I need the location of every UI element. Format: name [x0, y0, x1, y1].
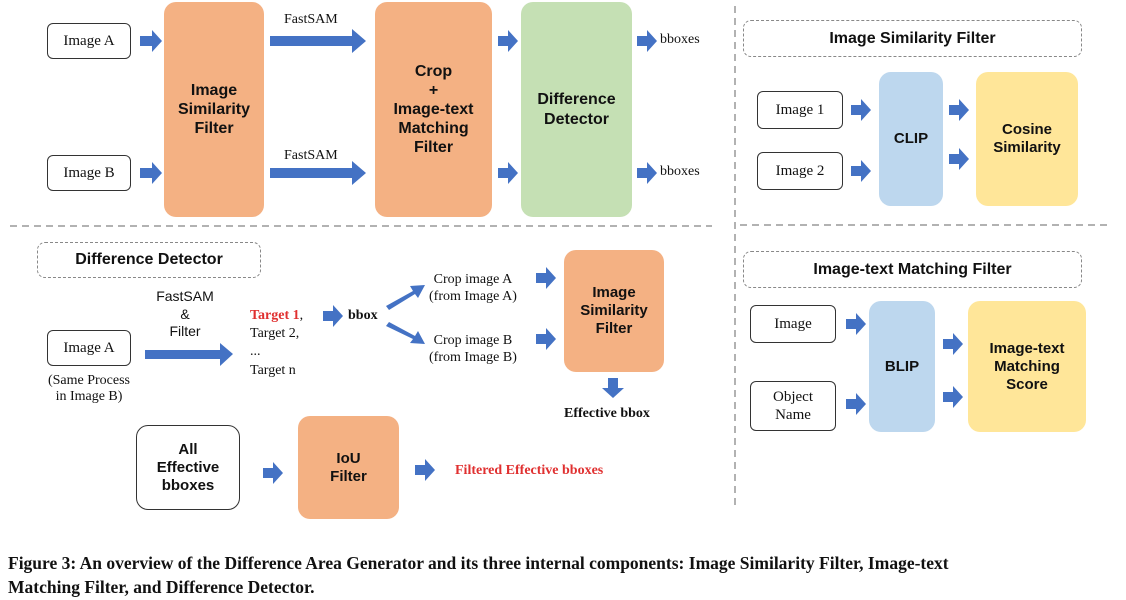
- object-name-box: Object Name: [750, 381, 836, 431]
- arrow-icon: [637, 162, 657, 184]
- image-2-box: Image 2: [757, 152, 843, 190]
- arrow-icon: [386, 322, 425, 344]
- image-1-box: Image 1: [757, 91, 843, 129]
- arrow-icon: [949, 99, 969, 121]
- blip-block: BLIP: [869, 301, 935, 432]
- arrow-icon: [323, 305, 343, 327]
- caption-line-1: Figure 3: An overview of the Difference …: [8, 553, 949, 573]
- crop-matching-filter-block: Crop + Image-text Matching Filter: [375, 2, 492, 217]
- arrow-icon: [851, 160, 871, 182]
- target-1-label: Target 1: [250, 308, 300, 323]
- arrow-icon: [943, 386, 963, 408]
- same-process-note: (Same Process in Image B): [47, 373, 131, 404]
- crop-image-b-label: Crop image B (from Image B): [429, 333, 517, 365]
- arrow-icon: [943, 333, 963, 355]
- image-b-box: Image B: [47, 155, 131, 191]
- fastsam-filter-label: FastSAM & Filter: [156, 288, 214, 339]
- image-a-box: Image A: [47, 23, 131, 59]
- difference-detector-block: Difference Detector: [521, 2, 632, 217]
- crop-image-a-label: Crop image A (from Image A): [429, 272, 517, 304]
- arrow-icon: [140, 162, 162, 184]
- image-text-matching-filter-title: Image-text Matching Filter: [743, 251, 1082, 288]
- arrow-icon: [270, 29, 366, 53]
- target-list: Target 1, Target 2, ... Target n: [250, 307, 303, 380]
- figure-caption: Figure 3: An overview of the Difference …: [8, 552, 1123, 599]
- image-similarity-filter-block: Image Similarity Filter: [164, 2, 264, 217]
- bbox-label: bbox: [348, 308, 378, 323]
- bboxes-label-top: bboxes: [660, 32, 700, 47]
- iou-filter-block: IoU Filter: [298, 416, 399, 519]
- detector-similarity-filter-block: Image Similarity Filter: [564, 250, 664, 372]
- arrow-icon: [270, 161, 366, 185]
- all-effective-bboxes-box: All Effective bboxes: [136, 425, 240, 510]
- arrow-icon: [263, 462, 283, 484]
- arrow-icon: [846, 313, 866, 335]
- image-text-matching-score-block: Image-text Matching Score: [968, 301, 1086, 432]
- image-box: Image: [750, 305, 836, 343]
- arrow-icon: [602, 378, 624, 398]
- arrow-icon: [145, 343, 233, 366]
- arrow-icon: [851, 99, 871, 121]
- target-1-comma: ,: [299, 308, 304, 323]
- arrow-icon: [498, 30, 518, 52]
- targets-rest-label: Target 2, ... Target n: [250, 326, 300, 378]
- detector-image-a-box: Image A: [47, 330, 131, 366]
- difference-detector-title: Difference Detector: [37, 242, 261, 278]
- arrow-icon: [140, 30, 162, 52]
- clip-block: CLIP: [879, 72, 943, 206]
- arrow-icon: [637, 30, 657, 52]
- fastsam-label-top: FastSAM: [284, 12, 338, 27]
- filtered-effective-bboxes-label: Filtered Effective bboxes: [455, 463, 604, 478]
- cosine-similarity-block: Cosine Similarity: [976, 72, 1078, 206]
- bboxes-label-bottom: bboxes: [660, 164, 700, 179]
- arrow-icon: [386, 285, 425, 310]
- fastsam-label-bottom: FastSAM: [284, 148, 338, 163]
- arrow-icon: [949, 148, 969, 170]
- arrow-icon: [536, 267, 556, 289]
- caption-line-2: Matching Filter, and Difference Detector…: [8, 576, 315, 597]
- arrow-icon: [415, 459, 435, 481]
- arrow-icon: [846, 393, 866, 415]
- arrow-icon: [498, 162, 518, 184]
- effective-bbox-label: Effective bbox: [564, 406, 650, 421]
- arrow-icon: [536, 328, 556, 350]
- image-similarity-filter-title: Image Similarity Filter: [743, 20, 1082, 57]
